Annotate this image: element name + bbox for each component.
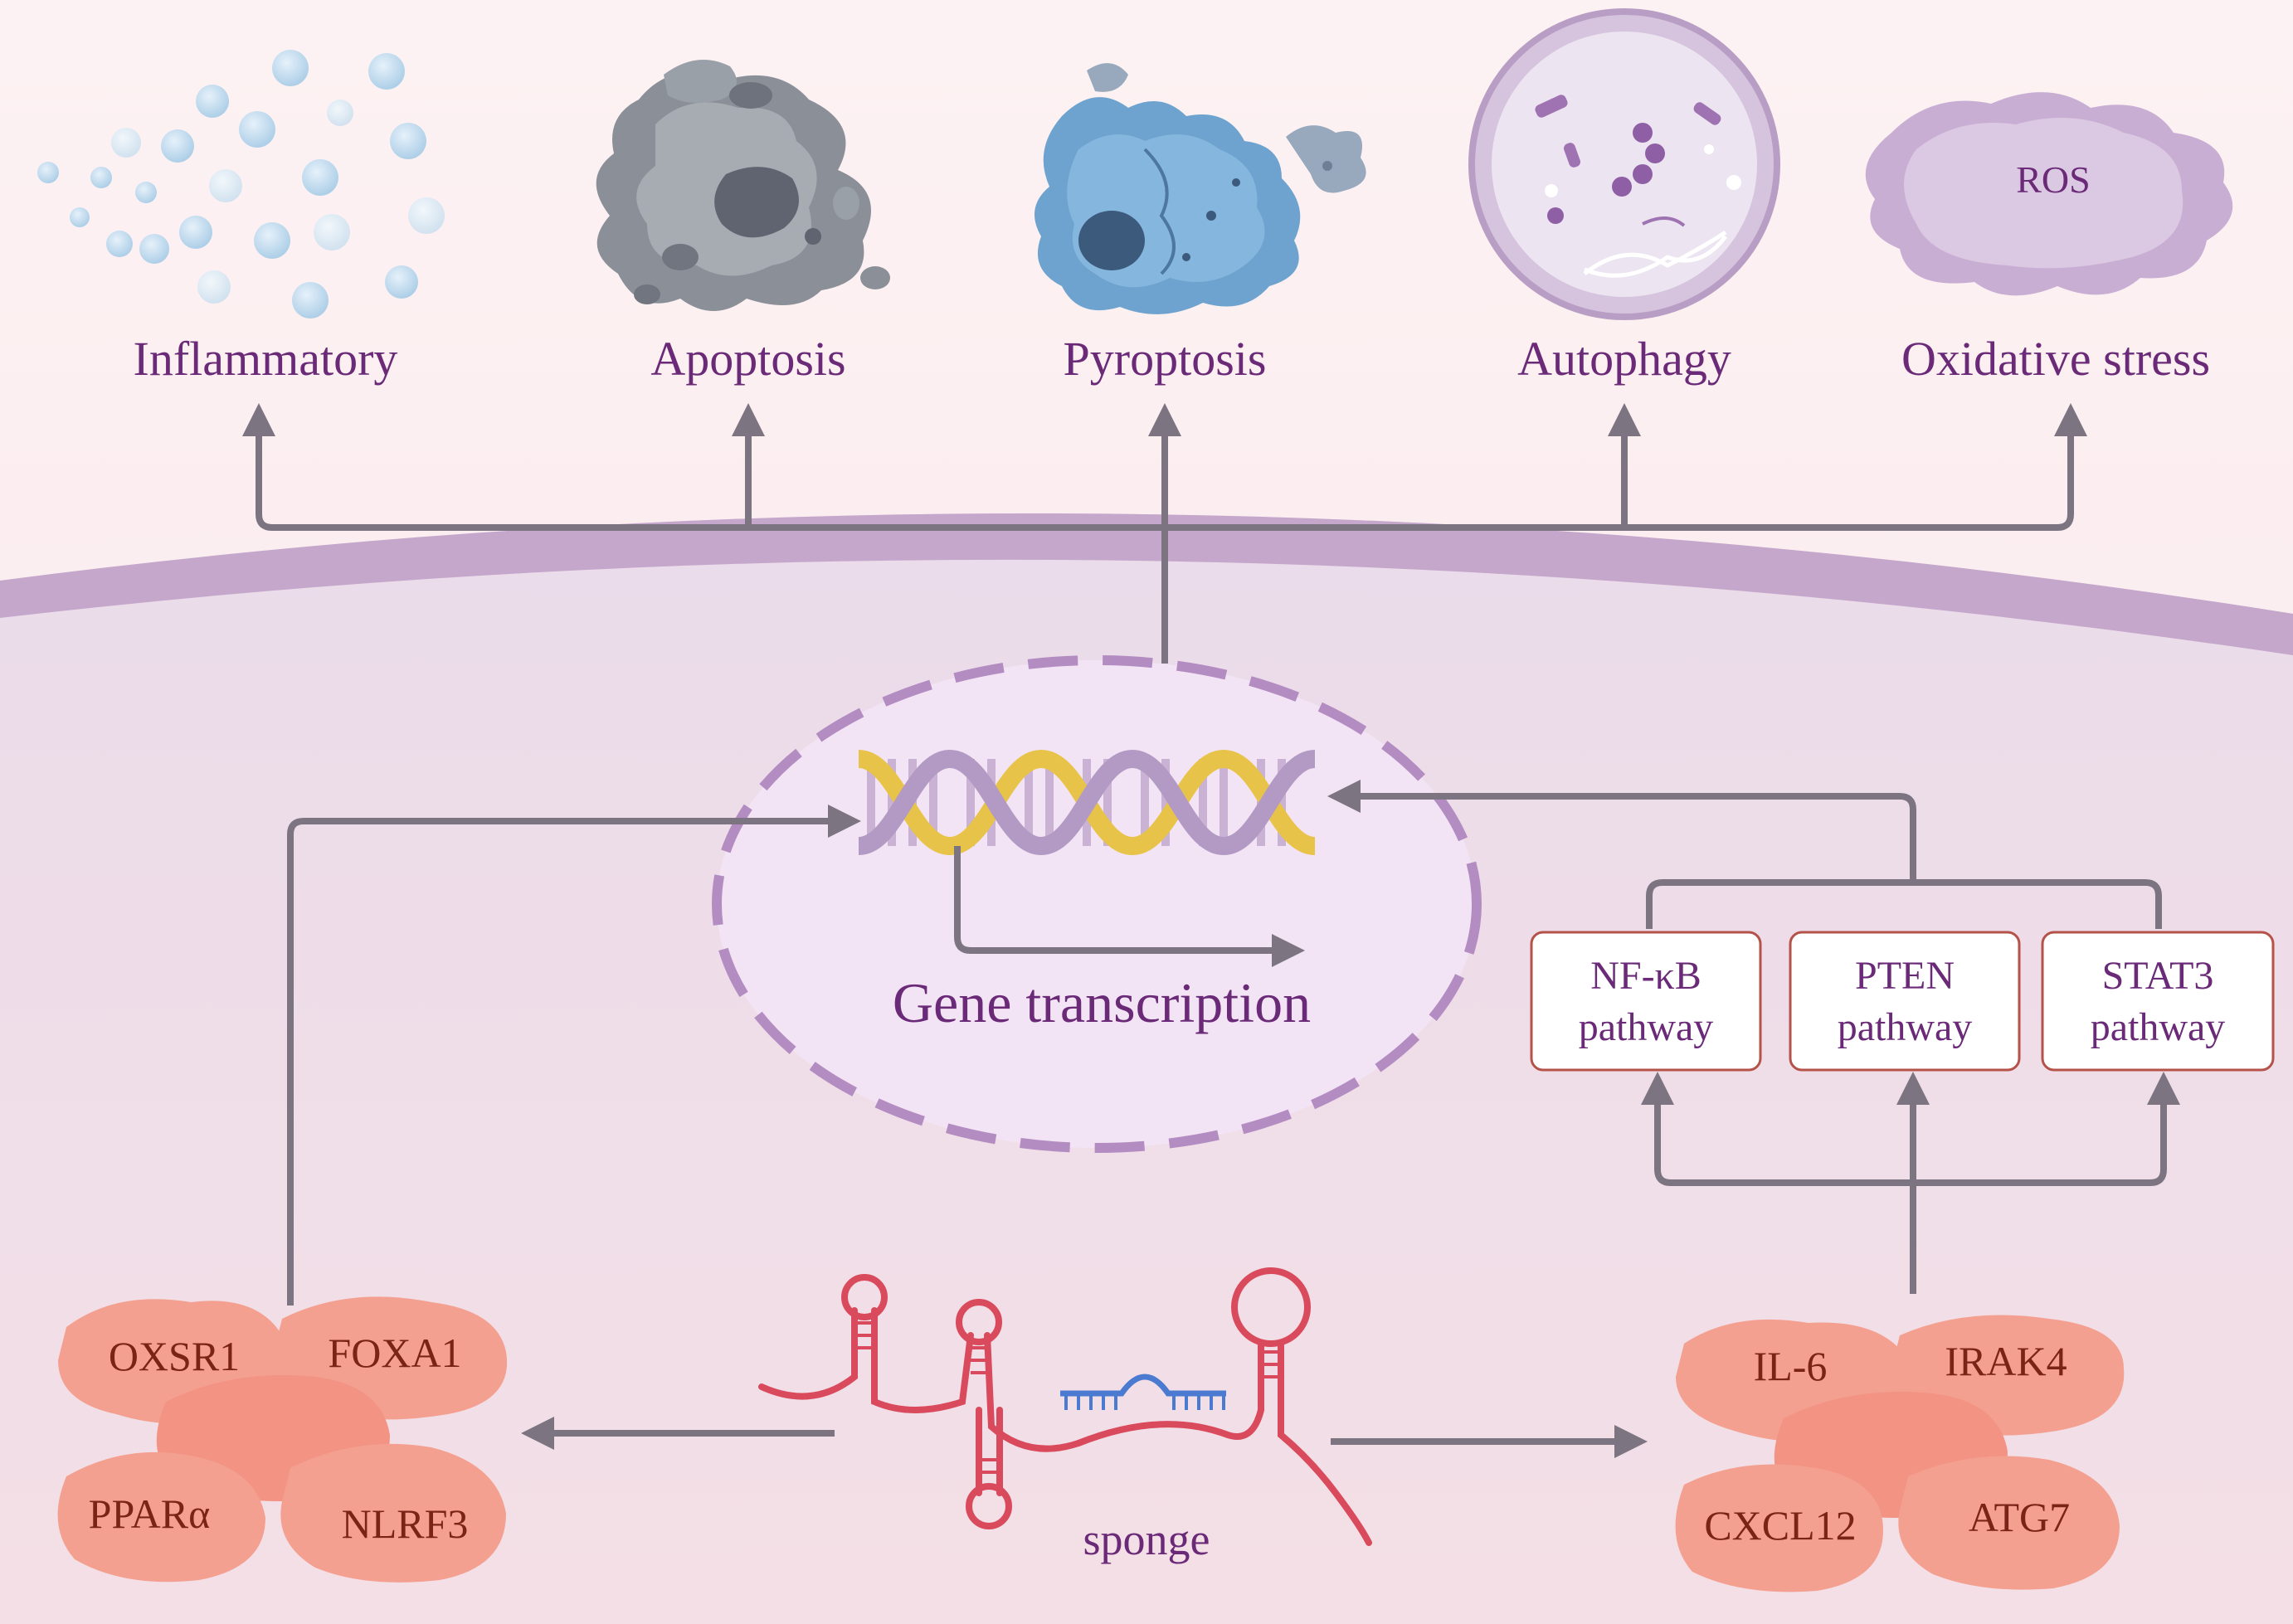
protein-ppara-label: PPARα bbox=[89, 1490, 211, 1537]
pathway-nfkb-line1: NF-κB bbox=[1590, 954, 1701, 998]
ros-blob-icon: ROS bbox=[1865, 92, 2233, 296]
autophagy-vesicle-icon bbox=[1468, 8, 1780, 320]
pathway-nfkb-line2: pathway bbox=[1579, 1005, 1714, 1049]
proteins-to-pathways-arrows bbox=[1641, 1072, 2180, 1294]
cell-membrane bbox=[0, 513, 2293, 655]
rna-sponge-label: sponge bbox=[1083, 1515, 1210, 1564]
dna-helix-icon bbox=[857, 749, 1317, 856]
left-proteins-to-dna-arrow bbox=[287, 805, 861, 1306]
pathway-nfkb-box bbox=[1530, 931, 1762, 1072]
pathway-stat3-box bbox=[2041, 931, 2275, 1072]
outcome-oxidative-stress-label: Oxidative stress bbox=[1901, 332, 2210, 386]
pathways-top-bracket bbox=[1646, 879, 2162, 929]
right-protein-cluster bbox=[1675, 1315, 2125, 1592]
protein-oxsr1-label: OXSR1 bbox=[109, 1333, 240, 1379]
pathway-pten-box bbox=[1789, 931, 2021, 1072]
pyroptosis-cell-icon bbox=[1035, 63, 1366, 314]
pathway-pten-line1: PTEN bbox=[1855, 954, 1955, 998]
pathways-to-dna-arrow bbox=[1327, 780, 1916, 859]
protein-atg7-label: ATG7 bbox=[1969, 1494, 2070, 1540]
outcome-pyroptosis-label: Pyroptosis bbox=[1064, 332, 1267, 386]
outcome-autophagy-label: Autophagy bbox=[1517, 332, 1731, 386]
nucleus-label: Gene transcription bbox=[893, 971, 1311, 1034]
protein-irak4-label: IRAK4 bbox=[1945, 1338, 2067, 1384]
pathway-stat3-line1: STAT3 bbox=[2102, 954, 2214, 998]
pathway-stat3-line2: pathway bbox=[2091, 1005, 2226, 1049]
rna-sponge-icon bbox=[758, 1267, 1372, 1546]
protein-foxa1-label: FOXA1 bbox=[328, 1330, 461, 1376]
transcription-arrow bbox=[954, 846, 1305, 967]
protein-nlrf3-label: NLRF3 bbox=[342, 1500, 469, 1547]
outcome-inflammatory-label: Inflammatory bbox=[134, 332, 398, 386]
ros-label: ROS bbox=[2016, 158, 2090, 201]
protein-il6-label: IL-6 bbox=[1754, 1343, 1828, 1389]
nucleus bbox=[712, 655, 1482, 1153]
outcome-apoptosis-label: Apoptosis bbox=[650, 332, 845, 386]
protein-cxcl12-label: CXCL12 bbox=[1704, 1502, 1856, 1549]
left-protein-cluster bbox=[57, 1296, 508, 1583]
inflammatory-bubbles-icon bbox=[37, 50, 445, 318]
pathway-pten-line2: pathway bbox=[1838, 1005, 1973, 1049]
outcome-arrows bbox=[242, 403, 2087, 664]
apoptosis-cell-icon bbox=[596, 60, 890, 312]
